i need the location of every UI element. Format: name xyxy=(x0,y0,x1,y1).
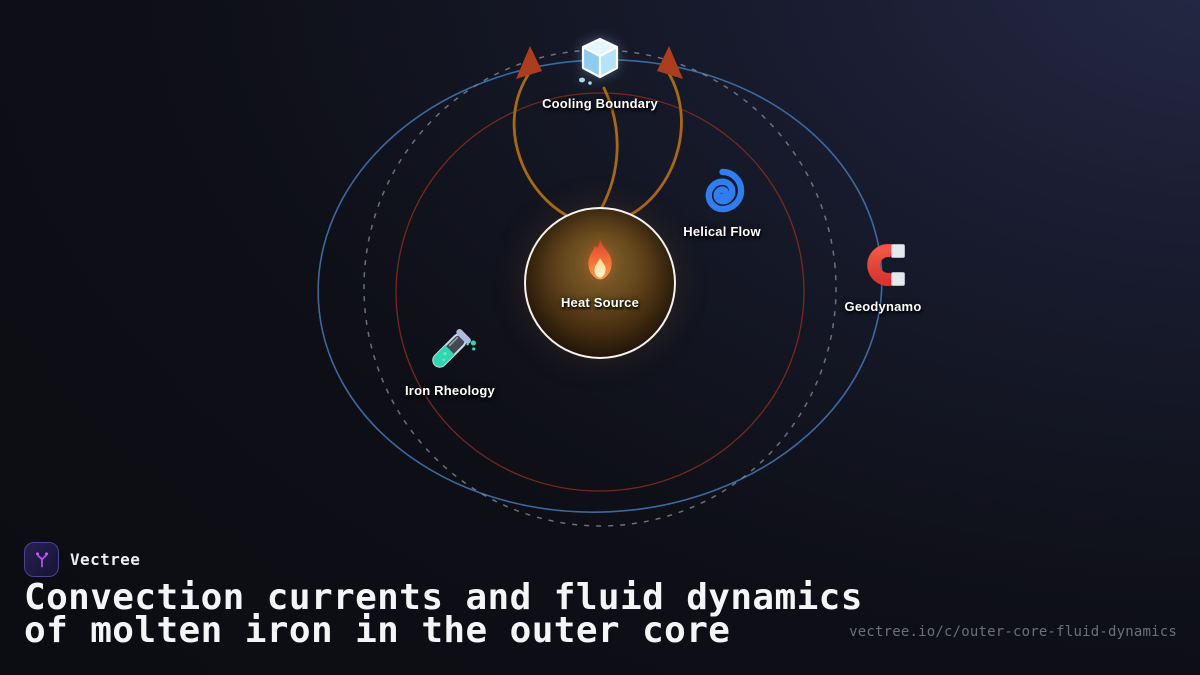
node-helical-flow[interactable]: Helical Flow xyxy=(632,167,812,239)
middle-orbit-dashed-ellipse xyxy=(363,49,837,527)
node-geodynamo[interactable]: Geodynamo xyxy=(793,240,973,314)
vectree-logo xyxy=(24,542,59,577)
node-cooling-boundary[interactable]: Cooling Boundary xyxy=(510,35,690,111)
brand-name: Vectree xyxy=(70,550,141,569)
node-label: Iron Rheology xyxy=(405,383,495,398)
page-title-line2: of molten iron in the outer core xyxy=(24,610,731,651)
ice-cube-icon xyxy=(579,37,619,85)
node-heat-source[interactable]: Heat Source xyxy=(524,207,676,359)
fire-icon xyxy=(588,239,612,280)
node-label: Cooling Boundary xyxy=(542,96,658,111)
inner-orbit-ellipse xyxy=(395,92,805,492)
page-title-line1: Convection currents and fluid dynamics xyxy=(24,577,863,618)
page-url: vectree.io/c/outer-core-fluid-dynamics xyxy=(849,624,1177,640)
node-label: Heat Source xyxy=(560,295,640,310)
page-title: Convection currents and fluid dynamics o… xyxy=(24,577,863,651)
convection-current-descending xyxy=(599,86,619,211)
node-label: Geodynamo xyxy=(844,299,922,314)
convection-current-left xyxy=(512,70,580,223)
test-tube-icon xyxy=(432,329,476,368)
magnet-icon xyxy=(867,244,905,286)
brand-link[interactable]: Vectree xyxy=(24,542,140,577)
flow-arrowhead-left xyxy=(516,46,542,79)
convection-current-right xyxy=(622,70,683,220)
node-iron-rheology[interactable]: Iron Rheology xyxy=(360,323,540,398)
vectree-branch-icon xyxy=(35,551,48,567)
node-label: Helical Flow xyxy=(683,224,761,239)
cyclone-icon xyxy=(705,168,744,213)
flow-arrowhead-right xyxy=(657,46,683,79)
